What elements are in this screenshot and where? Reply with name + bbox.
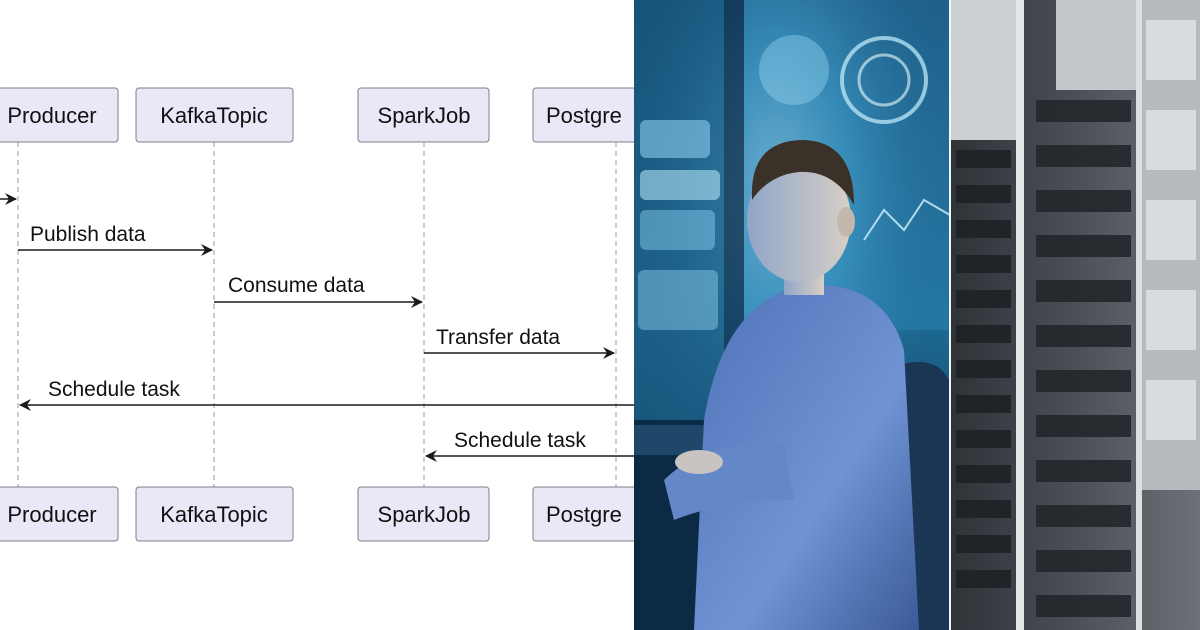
- participant-label: KafkaTopic: [160, 502, 268, 527]
- participant-producer-top: Producer: [0, 87, 119, 143]
- server-rack-art: [951, 0, 1200, 630]
- message-label: Consume data: [228, 274, 365, 297]
- message-schedule-task-sparkjob: Schedule task: [425, 429, 634, 462]
- message-label: Schedule task: [48, 378, 180, 401]
- message-label: Schedule task: [454, 429, 586, 452]
- panel-divider: [949, 0, 952, 630]
- sequence-diagram-panel: Producer KafkaTopic SparkJob Postgre Pub…: [0, 87, 634, 542]
- server-rack-photo: [951, 0, 1200, 630]
- participant-postgres-bottom: Postgre: [532, 486, 634, 542]
- message-publish-data: Publish data: [18, 223, 213, 256]
- participant-producer-bottom: Producer: [0, 486, 119, 542]
- participant-label: KafkaTopic: [160, 103, 268, 128]
- participant-label: SparkJob: [378, 502, 471, 527]
- participant-label: Producer: [7, 103, 96, 128]
- participant-sparkjob-bottom: SparkJob: [357, 486, 490, 542]
- participant-label: Producer: [7, 502, 96, 527]
- participant-sparkjob-top: SparkJob: [357, 87, 490, 143]
- message-label: Publish data: [30, 223, 146, 246]
- participant-kafkatopic-bottom: KafkaTopic: [135, 486, 294, 542]
- participant-label: Postgre: [546, 103, 622, 128]
- developer-illustration-art: [634, 0, 950, 630]
- participant-label: SparkJob: [378, 103, 471, 128]
- sequence-diagram: Producer KafkaTopic SparkJob Postgre Pub…: [0, 87, 634, 542]
- participant-kafkatopic-top: KafkaTopic: [135, 87, 294, 143]
- participant-label: Postgre: [546, 502, 622, 527]
- message-schedule-task-producer: Schedule task: [19, 378, 634, 411]
- developer-illustration: [634, 0, 950, 630]
- message-consume-data: Consume data: [214, 274, 423, 308]
- message-transfer-data: Transfer data: [424, 326, 615, 359]
- participant-postgres-top: Postgre: [532, 87, 634, 143]
- message-label: Transfer data: [436, 326, 560, 349]
